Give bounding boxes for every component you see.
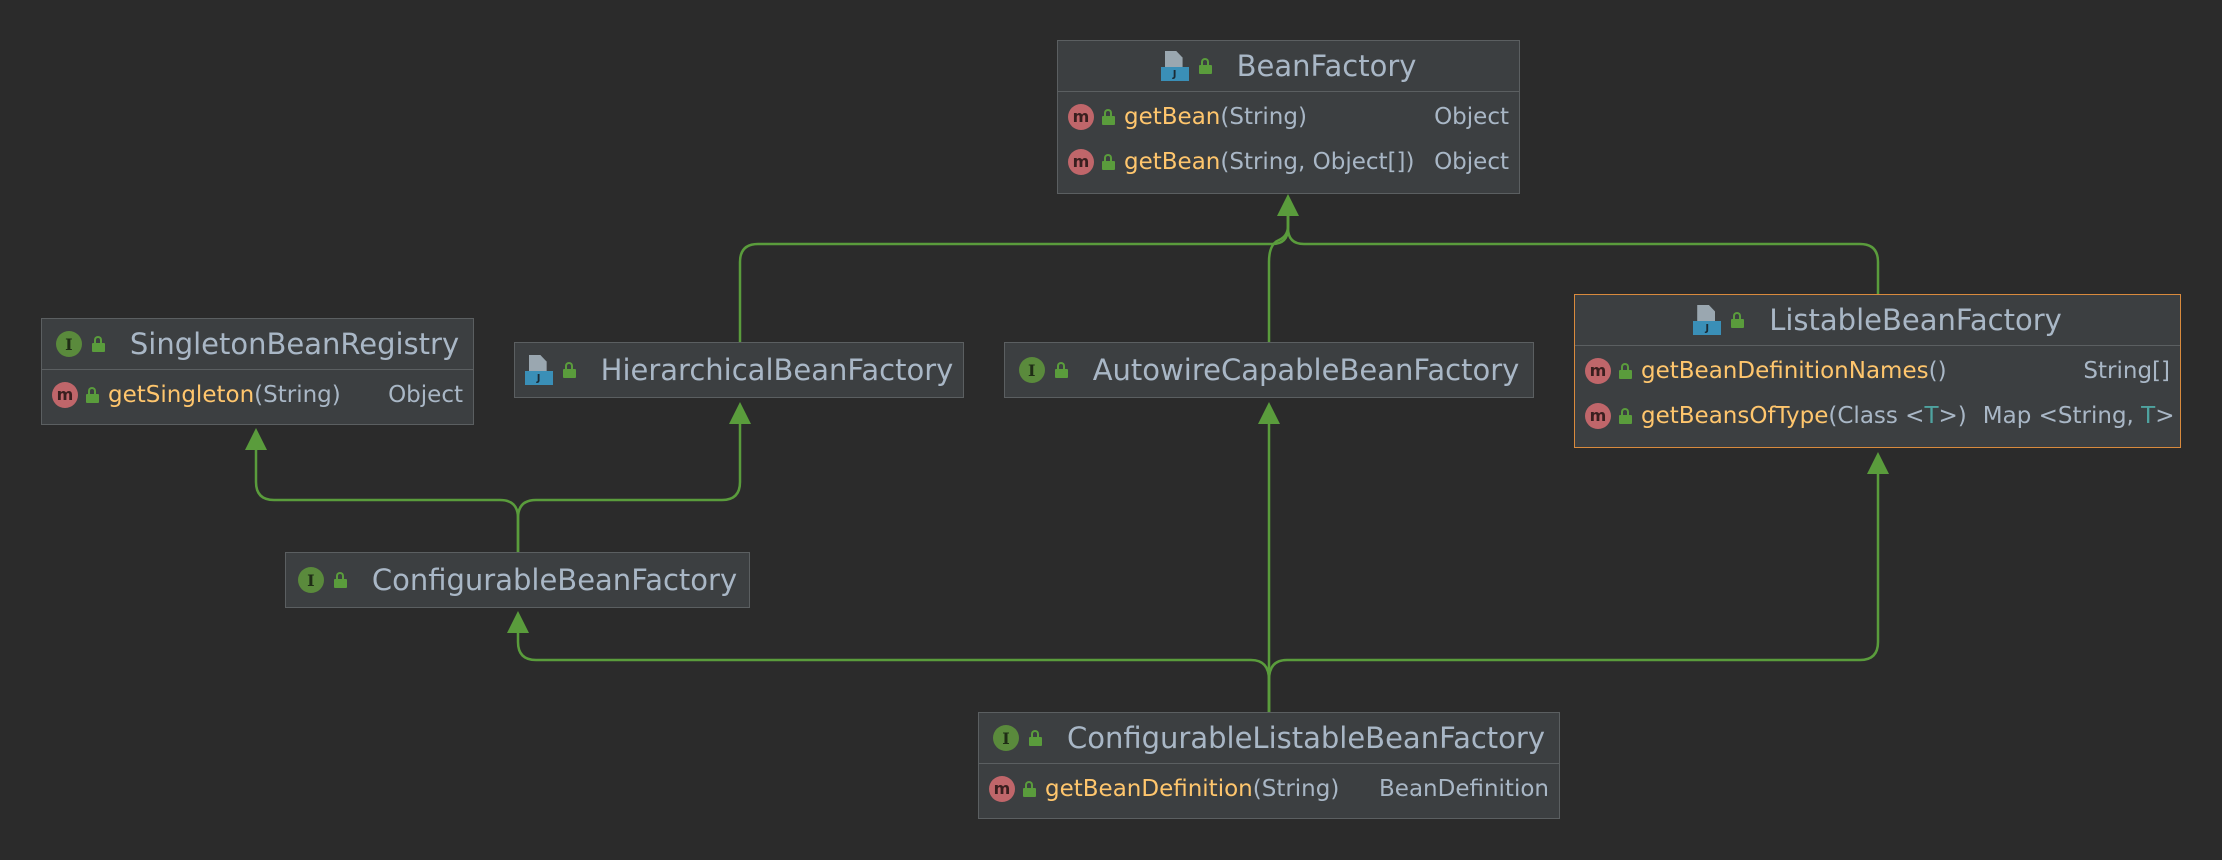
node-header: I AutowireCapableBeanFactory: [1005, 343, 1533, 397]
node-bean-factory[interactable]: J BeanFactory m getBean(String) Object m…: [1057, 40, 1520, 194]
method-return-type: String[]: [2083, 357, 2170, 384]
method-return-type: BeanDefinition: [1379, 775, 1549, 802]
node-title: SingletonBeanRegistry: [129, 327, 460, 361]
method-row[interactable]: m getBeanDefinitionNames() String[]: [1575, 348, 2180, 393]
method-params: (Class <T>): [1828, 402, 1967, 429]
public-lock-icon: [1619, 362, 1633, 379]
public-lock-icon: [86, 386, 100, 403]
edge-configurable-to-hierarchical: [516, 424, 742, 552]
method-icon: m: [52, 381, 78, 408]
method-name: getBeanDefinitionNames: [1641, 357, 1929, 384]
member-list: m getBeanDefinition(String) BeanDefiniti…: [979, 763, 1559, 811]
member-list: m getBeanDefinitionNames() String[] m ge…: [1575, 345, 2180, 438]
node-header: I SingletonBeanRegistry: [42, 319, 473, 369]
node-singleton-bean-registry[interactable]: I SingletonBeanRegistry m getSingleton(S…: [41, 318, 474, 425]
interface-icon: I: [55, 331, 82, 357]
interface-icon: I: [1018, 357, 1045, 383]
arrowhead-hierarchical: [729, 402, 751, 424]
arrowhead-autowire: [1258, 402, 1280, 424]
arrowhead-listable: [1867, 452, 1889, 474]
method-icon: m: [989, 775, 1015, 802]
method-icon: m: [1068, 148, 1094, 175]
node-autowire-capable-bean-factory[interactable]: I AutowireCapableBeanFactory: [1004, 342, 1534, 398]
method-name: getBeansOfType: [1641, 402, 1829, 429]
method-return-type: Object: [1434, 148, 1509, 175]
method-row[interactable]: m getBean(String) Object: [1058, 94, 1519, 139]
public-lock-icon: [1023, 780, 1037, 797]
edge-configurable-to-singleton: [254, 450, 520, 552]
node-header: I ConfigurableBeanFactory: [286, 553, 749, 607]
java-file-icon: J: [1693, 305, 1722, 335]
arrowhead-configurable: [507, 611, 529, 633]
node-title: ListableBeanFactory: [1769, 303, 2062, 337]
method-name: getBean: [1124, 148, 1221, 175]
node-title: HierarchicalBeanFactory: [600, 353, 954, 387]
method-icon: m: [1585, 357, 1611, 384]
method-row[interactable]: m getBeansOfType(Class <T>) Map <String,…: [1575, 393, 2180, 438]
node-title: BeanFactory: [1236, 49, 1417, 83]
public-lock-icon: [91, 336, 106, 352]
method-name: getBean: [1124, 103, 1221, 130]
method-row[interactable]: m getBean(String, Object[]) Object: [1058, 139, 1519, 184]
public-lock-icon: [1198, 58, 1213, 74]
public-lock-icon: [1619, 407, 1633, 424]
node-configurable-listable-bean-factory[interactable]: I ConfigurableListableBeanFactory m getB…: [978, 712, 1560, 819]
method-return-type: Object: [388, 381, 463, 408]
method-row[interactable]: m getSingleton(String) Object: [42, 372, 473, 417]
member-list: m getBean(String) Object m getBean(Strin…: [1058, 91, 1519, 184]
public-lock-icon: [1731, 312, 1745, 328]
node-header: I ConfigurableListableBeanFactory: [979, 713, 1559, 763]
method-params: (String): [254, 381, 341, 408]
method-name: getSingleton: [108, 381, 255, 408]
node-title: ConfigurableBeanFactory: [371, 563, 738, 597]
node-title: ConfigurableListableBeanFactory: [1066, 721, 1546, 755]
arrowhead-beanfactory: [1277, 194, 1299, 216]
node-configurable-bean-factory[interactable]: I ConfigurableBeanFactory: [285, 552, 750, 608]
method-params: (): [1928, 357, 1947, 384]
arrowhead-singleton: [245, 428, 267, 450]
node-hierarchical-bean-factory[interactable]: J HierarchicalBeanFactory: [514, 342, 964, 398]
edge-clbf-to-listable: [1267, 474, 1880, 712]
edge-clbf-to-configurable: [516, 633, 1271, 712]
edge-listable-to-beanfactory: [1286, 210, 1880, 294]
node-header: J ListableBeanFactory: [1575, 295, 2180, 345]
public-lock-icon: [333, 572, 348, 588]
public-lock-icon: [562, 362, 577, 378]
node-header: J BeanFactory: [1058, 41, 1519, 91]
method-icon: m: [1585, 402, 1611, 429]
method-return-type: Object: [1434, 103, 1509, 130]
node-title: AutowireCapableBeanFactory: [1092, 353, 1520, 387]
method-params: (String): [1220, 103, 1307, 130]
edge-hierarchical-to-beanfactory: [738, 210, 1290, 342]
interface-icon: I: [992, 725, 1019, 751]
public-lock-icon: [1102, 108, 1116, 125]
member-list: m getSingleton(String) Object: [42, 369, 473, 417]
method-return-type: Map <String, T>: [1982, 402, 2175, 429]
public-lock-icon: [1054, 362, 1069, 378]
interface-icon: I: [297, 567, 324, 593]
public-lock-icon: [1028, 730, 1043, 746]
method-row[interactable]: m getBeanDefinition(String) BeanDefiniti…: [979, 766, 1559, 811]
node-listable-bean-factory[interactable]: J ListableBeanFactory m getBeanDefinitio…: [1574, 294, 2181, 448]
method-params: (String, Object[]): [1220, 148, 1415, 175]
java-file-icon: J: [524, 355, 553, 385]
public-lock-icon: [1102, 153, 1116, 170]
node-header: J HierarchicalBeanFactory: [515, 343, 963, 397]
method-params: (String): [1252, 775, 1340, 802]
java-file-icon: J: [1160, 51, 1189, 81]
method-name: getBeanDefinition: [1045, 775, 1253, 802]
method-icon: m: [1068, 103, 1094, 130]
edge-autowire-to-beanfactory: [1267, 210, 1290, 342]
